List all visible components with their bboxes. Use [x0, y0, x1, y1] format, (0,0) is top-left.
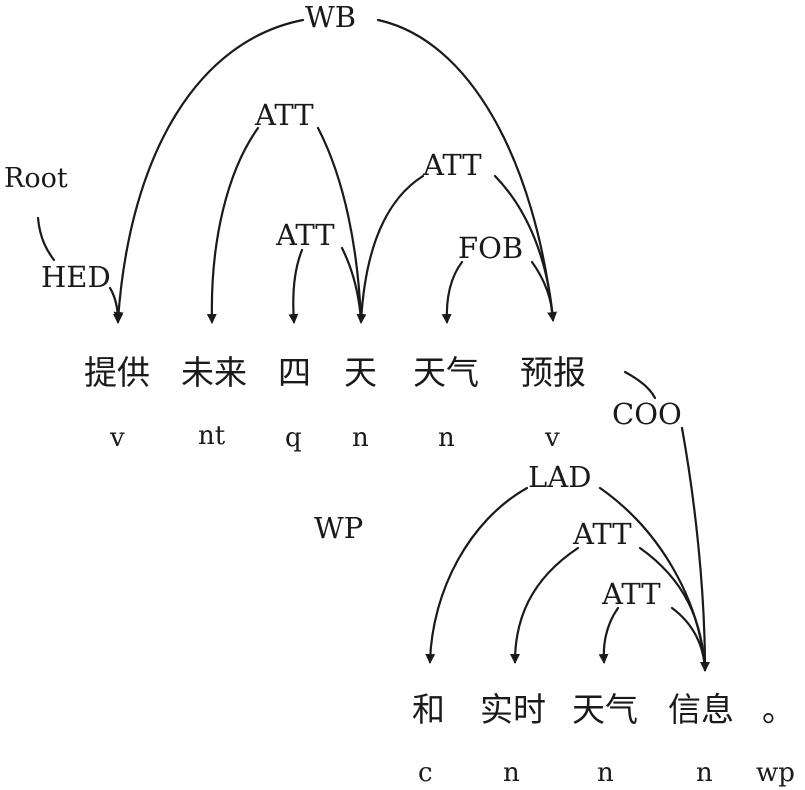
word-weilai: 未来 [181, 353, 247, 392]
pos-tag: v [110, 423, 125, 453]
arc-label-wb: WB [305, 0, 357, 34]
arc-fob-tail [530, 260, 555, 322]
pos-tag: n [597, 758, 614, 788]
arc-wb-tail [376, 18, 558, 322]
arc-label-hed: HED [41, 260, 111, 294]
arc-coo [680, 426, 710, 672]
pos-tag: wp [756, 758, 795, 788]
arc-wb [113, 18, 305, 322]
pos-tag: c [418, 758, 433, 788]
word-yubao: 预报 [520, 353, 586, 392]
word-tianqi: 天气 [413, 353, 479, 392]
pos-tag: nt [198, 421, 226, 451]
arc-label-fob: FOB [458, 231, 524, 265]
arc-att-2 [288, 248, 304, 324]
word-si: 四 [278, 353, 311, 392]
arc-att-3 [356, 174, 425, 324]
arc-coo-tail [623, 370, 657, 400]
pos-tag: n [503, 758, 520, 788]
arc-label-att-5: ATT [602, 577, 661, 611]
arc-label-att-4: ATT [573, 517, 632, 551]
pos-tag: n [696, 758, 713, 788]
word-tigong: 提供 [84, 353, 150, 392]
pos-tag: q [285, 423, 302, 453]
word-shishi: 实时 [480, 690, 546, 729]
arc-label-lad: LAD [528, 460, 592, 494]
pos-tag: v [545, 423, 560, 453]
arc-att-1-tail [316, 126, 363, 322]
word-period: 。 [762, 690, 795, 729]
arc-att-1 [206, 126, 260, 324]
arc-att-5-tail [670, 606, 707, 672]
arc-att-4 [510, 546, 580, 664]
arc-label-wp: WP [314, 511, 364, 545]
arc-label-att-2: ATT [276, 218, 335, 252]
word-tian: 天 [344, 353, 377, 392]
word-xinxi: 信息 [668, 690, 734, 729]
arc-label-att-3: ATT [423, 148, 482, 182]
arc-fob [441, 260, 464, 324]
word-he: 和 [412, 690, 445, 729]
arc-label-coo: COO [612, 397, 682, 431]
pos-tag: n [438, 423, 455, 453]
arc-label-att-1: ATT [255, 98, 314, 132]
word-tianqi-2: 天气 [572, 690, 638, 729]
arc-hed [108, 286, 123, 324]
arc-hed-root [36, 216, 56, 262]
arc-att-2-tail [340, 246, 363, 322]
root-label: Root [4, 163, 68, 194]
pos-tag: n [352, 423, 369, 453]
arc-att-5 [598, 606, 620, 664]
arc-lad [425, 486, 529, 664]
